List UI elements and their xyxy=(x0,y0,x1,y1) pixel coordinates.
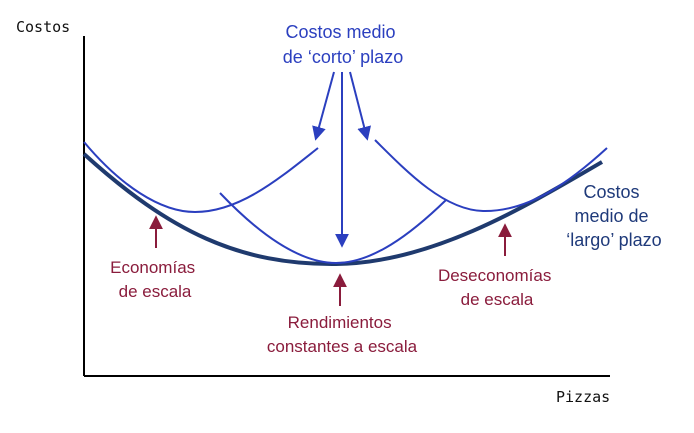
economies-label-line-1: Economías xyxy=(110,258,195,277)
long-run-label-line-1: Costos xyxy=(583,182,639,202)
economies-label: Economías de escala xyxy=(110,258,200,301)
x-axis-label: Pizzas xyxy=(556,388,610,406)
short-run-curve-left xyxy=(83,141,319,214)
long-run-label-line-3: ‘largo’ plazo xyxy=(566,230,661,250)
long-run-label: Costos medio de ‘largo’ plazo xyxy=(566,182,661,250)
short-run-curve-middle xyxy=(219,192,447,265)
diseconomies-label-line-2: de escala xyxy=(461,290,534,309)
economies-label-line-2: de escala xyxy=(119,282,192,301)
y-axis-label: Costos xyxy=(16,18,70,36)
long-run-label-line-2: medio de xyxy=(574,206,648,226)
constant-returns-label-line-1: Rendimientos xyxy=(288,313,392,332)
short-run-arrow-right xyxy=(349,71,371,141)
diseconomies-label-line-1: Deseconomías xyxy=(438,266,551,285)
short-run-curve-right xyxy=(374,139,608,213)
constant-returns-label-line-2: constantes a escala xyxy=(267,337,418,356)
short-run-arrow-left xyxy=(312,71,335,141)
short-run-label-line-2: de ‘corto’ plazo xyxy=(283,47,403,67)
short-run-label: Costos medio de ‘corto’ plazo xyxy=(283,22,403,67)
diseconomies-label: Deseconomías de escala xyxy=(438,266,556,309)
constant-returns-label: Rendimientos constantes a escala xyxy=(267,313,418,356)
short-run-label-line-1: Costos medio xyxy=(285,22,395,42)
